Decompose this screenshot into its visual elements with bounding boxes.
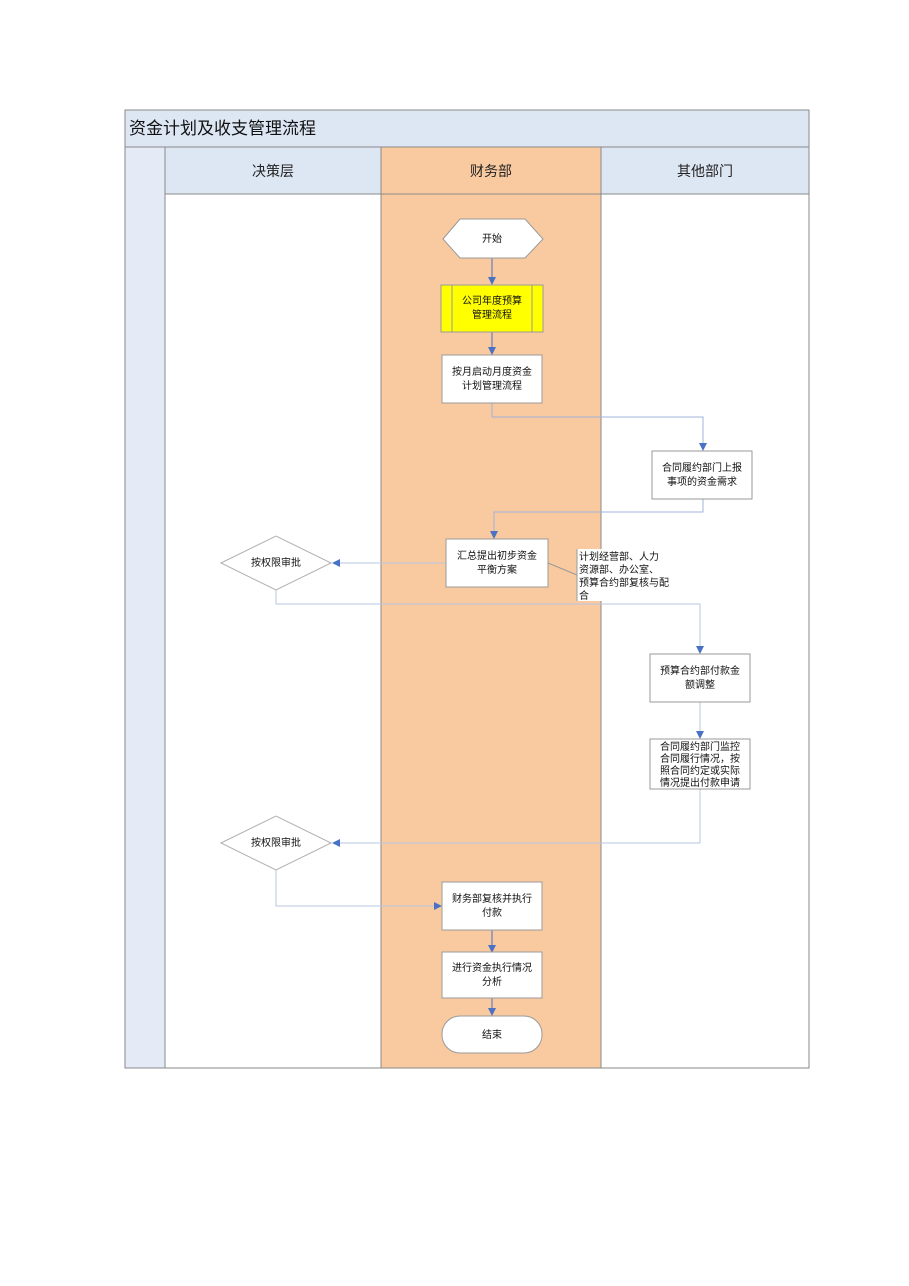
node-note: 计划经营部、人力 资源部、办公室、 预算合约部复核与配 合: [547, 549, 671, 602]
node-dept-apply: 合同履约部门监控 合同履行情况，按 照合同约定或实际 情况提出付款申请: [649, 738, 751, 790]
node-summary-plan: 汇总提出初步资金 平衡方案: [445, 538, 549, 588]
svg-text:分析: 分析: [482, 975, 502, 988]
svg-text:开始: 开始: [482, 232, 502, 245]
svg-text:额调整: 额调整: [685, 678, 715, 691]
lane-label-others: 其他部门: [677, 164, 733, 180]
svg-text:财务部复核并执行: 财务部复核并执行: [452, 892, 532, 905]
svg-text:平衡方案: 平衡方案: [477, 563, 517, 576]
edge-report-summary: [490, 499, 704, 539]
svg-text:情况提出付款申请: 情况提出付款申请: [660, 776, 740, 789]
svg-text:合同履约部门监控: 合同履约部门监控: [660, 740, 740, 753]
node-analysis: 进行资金执行情况 分析: [441, 951, 543, 999]
lane-body-decision: [164, 193, 382, 1069]
svg-text:照合同约定或实际: 照合同约定或实际: [660, 764, 740, 777]
svg-text:合同履行情况，按: 合同履行情况，按: [660, 752, 740, 765]
diagram-title: 资金计划及收支管理流程: [129, 119, 316, 139]
svg-text:预算合约部付款金: 预算合约部付款金: [660, 664, 740, 677]
lane-header-others: [600, 146, 810, 195]
node-monthly-plan: 按月启动月度资金 计划管理流程: [441, 354, 543, 404]
node-end: 结束: [441, 1015, 543, 1054]
lane-header-finance: [380, 146, 602, 195]
side-column: [124, 146, 166, 1069]
edge-approval1-adjust: [275, 590, 704, 654]
svg-text:公司年度预算: 公司年度预算: [462, 294, 522, 307]
node-start: 开始: [442, 218, 544, 259]
svg-text:按权限审批: 按权限审批: [251, 836, 301, 849]
svg-text:预算合约部复核与配: 预算合约部复核与配: [579, 576, 669, 589]
svg-text:事项的资金需求: 事项的资金需求: [667, 475, 737, 488]
lane-header-decision: [164, 146, 382, 195]
edge-monthly-report: [491, 403, 707, 451]
edge-approval2-pay: [275, 870, 442, 910]
svg-text:计划经营部、人力: 计划经营部、人力: [579, 550, 659, 563]
svg-text:合同履约部门上报: 合同履约部门上报: [662, 461, 742, 474]
svg-text:进行资金执行情况: 进行资金执行情况: [452, 961, 532, 974]
svg-text:按月启动月度资金: 按月启动月度资金: [452, 365, 532, 378]
svg-text:合: 合: [579, 589, 589, 602]
svg-text:资源部、办公室、: 资源部、办公室、: [579, 563, 659, 576]
node-annual-budget: 公司年度预算 管理流程: [440, 284, 544, 333]
node-approval-2: 按权限审批: [219, 815, 333, 871]
node-finance-pay: 财务部复核并执行 付款: [441, 881, 543, 931]
node-dept-report: 合同履约部门上报 事项的资金需求: [651, 450, 753, 500]
svg-text:管理流程: 管理流程: [472, 308, 512, 321]
lane-label-finance: 财务部: [470, 164, 512, 180]
edge-apply-approval2: [332, 789, 701, 847]
lane-body-others: [600, 193, 810, 1069]
svg-text:按权限审批: 按权限审批: [251, 556, 301, 569]
node-approval-1: 按权限审批: [219, 535, 333, 591]
svg-text:付款: 付款: [482, 906, 502, 919]
svg-text:结束: 结束: [482, 1028, 502, 1041]
title-bar: [124, 109, 810, 148]
node-budget-adjust: 预算合约部付款金 额调整: [649, 653, 751, 703]
svg-text:汇总提出初步资金: 汇总提出初步资金: [457, 549, 537, 562]
lane-label-decision: 决策层: [252, 163, 294, 180]
svg-text:计划管理流程: 计划管理流程: [462, 379, 522, 392]
connectors: [275, 258, 707, 1016]
